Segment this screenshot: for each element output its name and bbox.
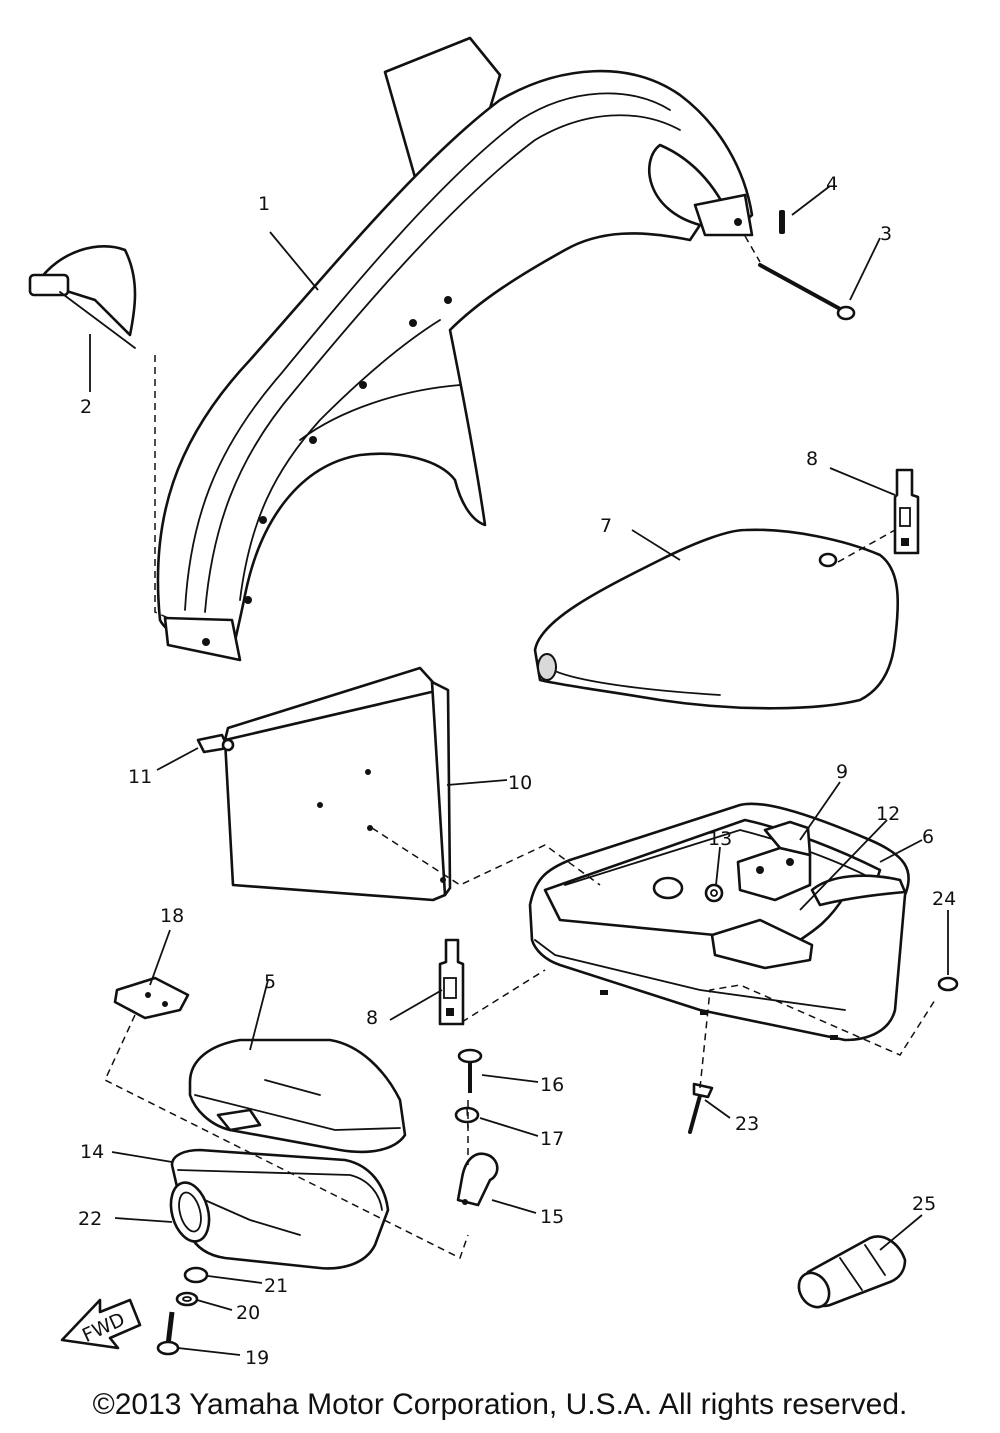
callout-1: 1 (258, 193, 270, 215)
callout-22: 22 (78, 1208, 102, 1230)
callout-7: 7 (600, 515, 612, 537)
part-13-grommet[interactable] (704, 883, 724, 903)
part-9-bracket[interactable] (736, 820, 812, 902)
part-11-grommet[interactable] (196, 733, 235, 754)
part-8-bracket-lower[interactable] (438, 938, 465, 1026)
copyright-notice: ©2013 Yamaha Motor Corporation, U.S.A. A… (92, 1388, 908, 1421)
fwd-direction-arrow: FWD (60, 1298, 142, 1350)
callout-3: 3 (880, 223, 892, 245)
callout-labels: 1 2 3 4 5 6 7 8 8 9 10 11 12 13 14 15 16… (78, 173, 956, 1369)
callout-17: 17 (540, 1128, 564, 1150)
part-24-nut[interactable] (937, 976, 959, 992)
callout-14: 14 (80, 1141, 104, 1163)
part-2-pin[interactable] (28, 245, 137, 349)
callout-23: 23 (735, 1113, 759, 1135)
callout-5: 5 (264, 971, 276, 993)
callout-12: 12 (876, 803, 900, 825)
callout-18: 18 (160, 905, 184, 927)
part-18-bracket-plate[interactable] (113, 976, 190, 1020)
callout-21: 21 (264, 1275, 288, 1297)
callout-15: 15 (540, 1206, 564, 1228)
part-20-washer[interactable] (175, 1291, 199, 1307)
assembly-lines (104, 235, 936, 1260)
part-16-bolt[interactable] (457, 1048, 483, 1093)
callout-13: 13 (708, 828, 732, 850)
callout-10: 10 (508, 772, 532, 794)
callout-6: 6 (922, 826, 934, 848)
part-12-holder[interactable] (710, 918, 814, 970)
part-1-rear-fender[interactable] (156, 36, 754, 662)
part-25-connector[interactable] (793, 1235, 907, 1313)
callout-9: 9 (836, 761, 848, 783)
part-10-side-panel[interactable] (223, 666, 452, 902)
callout-2: 2 (80, 396, 92, 418)
part-22-joint[interactable] (165, 1178, 215, 1245)
callout-8-lower: 8 (366, 1007, 378, 1029)
part-8-bracket-upper[interactable] (893, 468, 920, 555)
callout-25: 25 (912, 1193, 936, 1215)
part-19-bolt[interactable] (156, 1311, 180, 1356)
callout-19: 19 (245, 1347, 269, 1369)
callout-8-upper: 8 (806, 448, 818, 470)
part-15-clamp[interactable] (456, 1152, 499, 1207)
part-5-air-cleaner-cover[interactable] (188, 1038, 407, 1154)
callout-20: 20 (236, 1302, 260, 1324)
callout-11: 11 (128, 766, 152, 788)
part-4-cotter-pin[interactable] (779, 210, 785, 234)
leader-lines (89, 185, 949, 1356)
callout-4: 4 (826, 173, 838, 195)
part-21-nut[interactable] (183, 1266, 209, 1284)
part-7-seat[interactable] (533, 528, 900, 710)
callout-24: 24 (932, 888, 956, 910)
exploded-parts-diagram: FWD (28, 36, 959, 1369)
part-3-bolt[interactable] (758, 263, 856, 321)
part-23-screw[interactable] (688, 1082, 714, 1134)
callout-16: 16 (540, 1074, 564, 1096)
